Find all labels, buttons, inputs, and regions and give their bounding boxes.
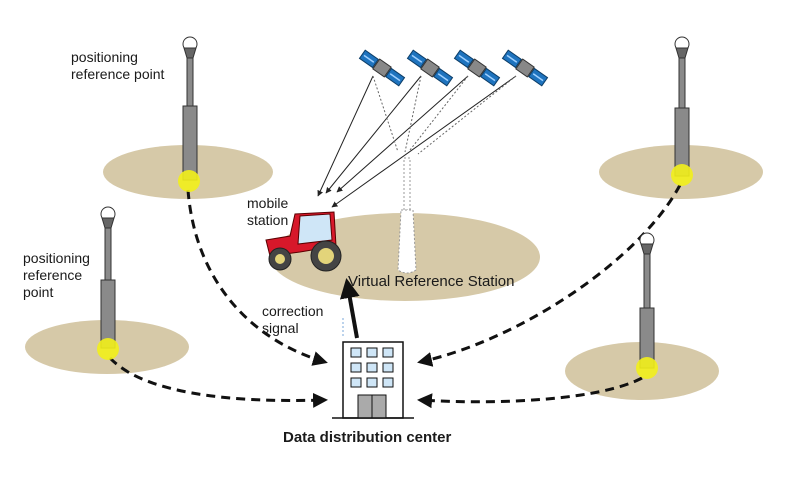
label-correction-signal: correction signal [262,303,324,336]
reference-station-top-right [671,36,693,186]
reference-station-left [97,206,119,360]
satellite-icon [406,49,454,87]
label-data-distribution-center: Data distribution center [283,429,452,446]
highlight-marker [636,357,658,379]
correction-signal-arrow [339,278,360,339]
reference-station-top-left [178,36,200,192]
label-mobile-station: mobile station [247,195,289,228]
highlight-marker [97,338,119,360]
reference-station-right [636,232,658,379]
satellite-signal-lines [317,75,517,208]
highlight-marker [671,164,693,186]
virtual-station-icon [397,157,417,274]
data-center-building-icon [332,341,414,419]
satellite-icon [453,49,501,87]
label-reference-point-left: positioning reference point [23,250,90,300]
label-virtual-reference-station: Virtual Reference Station [348,273,515,290]
data-links [108,184,682,409]
satellite-icon [501,49,549,87]
label-reference-point-top-left: positioning reference point [71,49,165,82]
satellite-icon [358,49,406,87]
highlight-marker [178,170,200,192]
tractor-icon [265,211,342,272]
